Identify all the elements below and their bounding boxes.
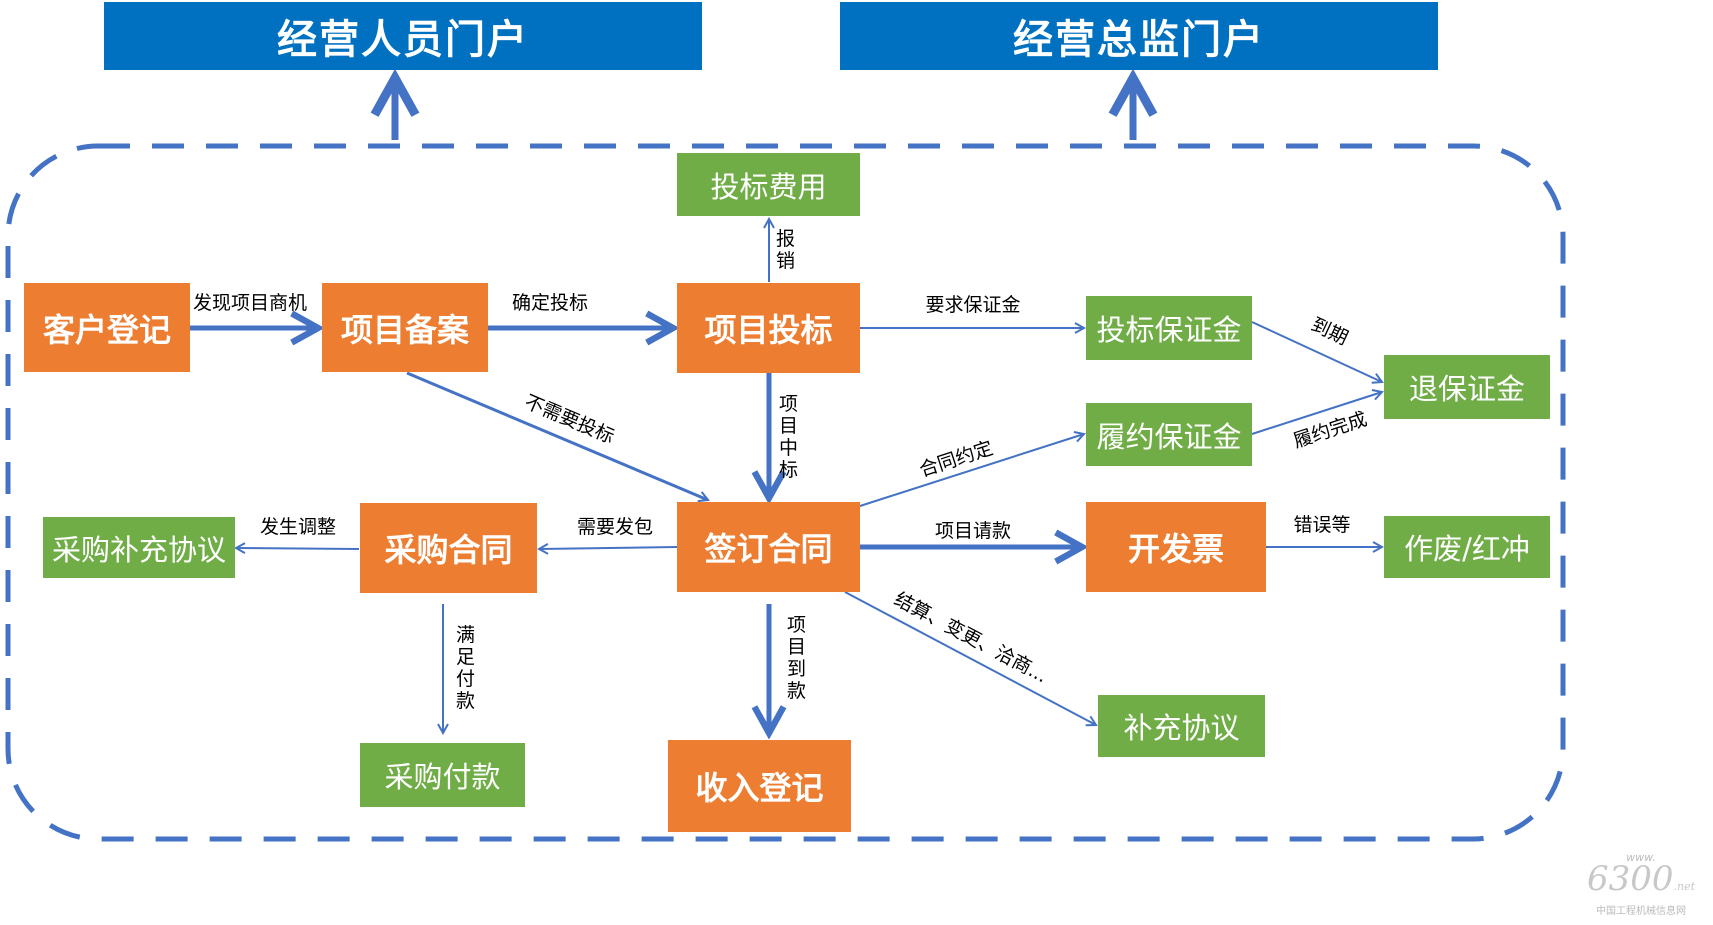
- label-settlement: 结算、变更、洽商...: [891, 588, 1052, 687]
- edge-purchase-to-supplement: [236, 548, 360, 549]
- label-performance-done: 履约完成: [1291, 408, 1370, 452]
- sales-staff-portal: 经营人员门户: [104, 2, 702, 70]
- label-no-bid-needed: 不需要投标: [521, 391, 617, 448]
- node-invoice: 开发票: [1086, 502, 1266, 592]
- node-project-filing: 项目备案: [322, 283, 488, 372]
- label-discover-opportunity: 发现项目商机: [193, 292, 307, 314]
- node-customer-registration: 客户登记: [24, 283, 190, 372]
- label-project-payment-request: 项目请款: [935, 520, 1011, 542]
- system-boundary: [5, 143, 1566, 842]
- node-bid-cost: 投标费用: [677, 153, 860, 216]
- sales-director-portal: 经营总监门户: [840, 2, 1438, 70]
- node-income-registration: 收入登记: [668, 740, 851, 832]
- edge-contract-to-supplement-agreement: [844, 591, 1096, 725]
- edge-filing-to-contract: [406, 371, 708, 500]
- label-meet-payment: 满足付款: [456, 624, 475, 712]
- edge-contract-to-performance: [859, 434, 1084, 507]
- node-project-bidding: 项目投标: [677, 283, 860, 373]
- node-refund-bond: 退保证金: [1384, 355, 1550, 419]
- node-purchase-contract: 采购合同: [360, 503, 537, 593]
- node-sign-contract: 签订合同: [677, 502, 860, 592]
- node-bid-bond: 投标保证金: [1086, 296, 1252, 360]
- label-project-won: 项目中标: [779, 393, 798, 481]
- label-reimburse: 报销: [776, 228, 795, 272]
- label-require-bond: 要求保证金: [925, 294, 1020, 316]
- edge-performance-to-refund: [1251, 392, 1382, 435]
- label-expire: 到期: [1308, 314, 1352, 350]
- label-confirm-bid: 确定投标: [512, 292, 588, 314]
- node-purchase-supplement: 采购补充协议: [43, 517, 235, 578]
- node-performance-bond: 履约保证金: [1086, 403, 1252, 466]
- node-void-red: 作废/红冲: [1384, 516, 1550, 578]
- node-supplement-agreement: 补充协议: [1098, 695, 1265, 757]
- label-adjustment: 发生调整: [260, 516, 336, 538]
- label-errors-etc: 错误等: [1293, 514, 1350, 536]
- watermark-logo: www. 6300.net 中国工程机械信息网: [1586, 851, 1695, 917]
- label-need-subcontract: 需要发包: [577, 516, 653, 538]
- edge-bidbond-to-refund: [1251, 321, 1382, 382]
- node-purchase-payment: 采购付款: [360, 743, 525, 807]
- edge-contract-to-purchase: [539, 547, 678, 549]
- label-payment-received: 项目到款: [787, 614, 806, 702]
